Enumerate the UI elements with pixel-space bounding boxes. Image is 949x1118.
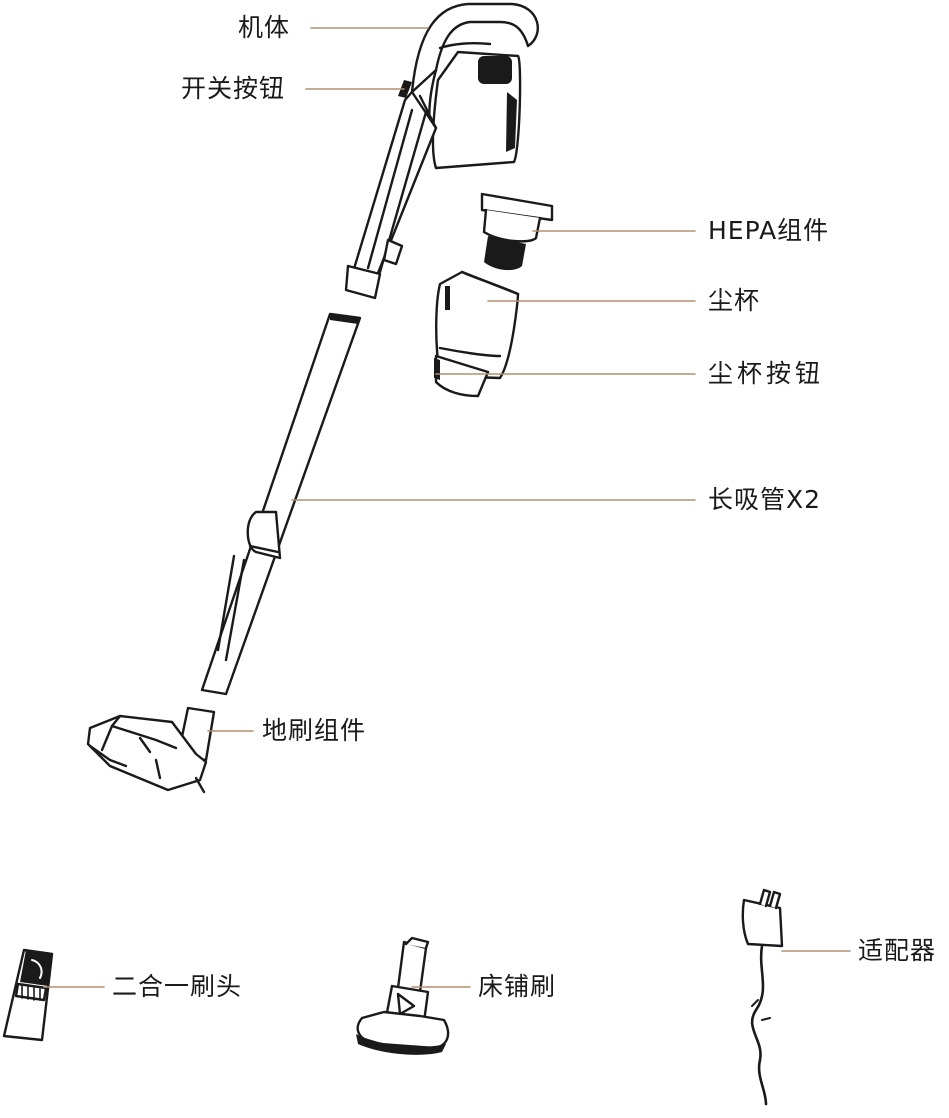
label-long-tube: 长吸管X2 [708, 485, 822, 514]
label-two-in-one-brush: 二合一刷头 [112, 972, 243, 1001]
label-power-button: 开关按钮 [181, 74, 286, 103]
leader-lines [43, 27, 851, 988]
label-adapter: 适配器 [858, 936, 937, 965]
long-tube-illustration [200, 312, 362, 696]
main-body-illustration [344, 2, 539, 300]
dust-cup-illustration [434, 270, 520, 398]
floor-brush-illustration [86, 706, 216, 794]
label-floor-brush: 地刷组件 [262, 716, 367, 745]
label-body: 机体 [238, 13, 291, 42]
label-dust-cup: 尘杯 [708, 286, 761, 315]
two-in-one-brush-illustration [2, 948, 54, 1042]
adapter-illustration [741, 888, 784, 1106]
bed-brush-illustration [356, 936, 450, 1055]
hepa-filter-illustration [480, 192, 554, 271]
label-dust-cup-button: 尘杯按钮 [708, 359, 825, 388]
label-hepa: HEPA组件 [708, 216, 830, 245]
label-bed-brush: 床铺刷 [478, 972, 557, 1001]
